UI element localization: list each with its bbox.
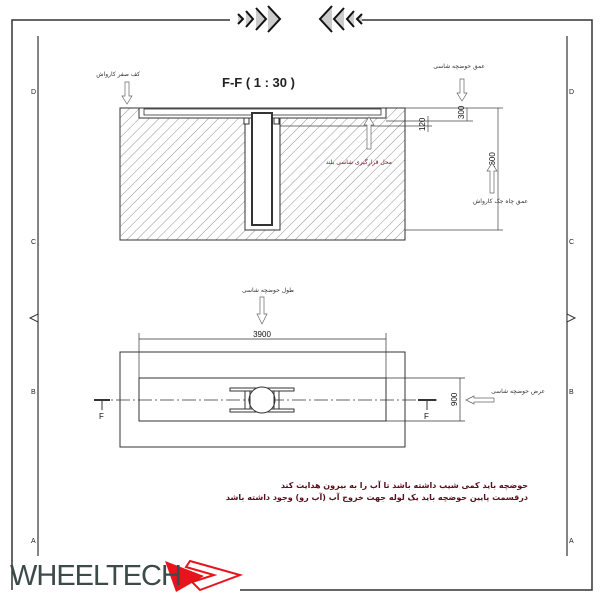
section-title: F-F ( 1 : 30 ) bbox=[222, 75, 295, 90]
section-mark-right: F bbox=[424, 412, 429, 421]
arrow-left-icon bbox=[465, 395, 495, 405]
dim-3900: 3900 bbox=[253, 330, 271, 339]
zone-letter-right-c: C bbox=[569, 239, 574, 246]
logo-arrow-icon bbox=[165, 559, 244, 592]
dim-900: 900 bbox=[450, 392, 459, 406]
dim-120: 120 bbox=[418, 117, 427, 131]
label-floor: کف صفر کارواش bbox=[96, 71, 140, 78]
label-jack-well-depth: عمق چاه جک کارواش bbox=[473, 198, 528, 205]
zone-letter-right-b: B bbox=[569, 389, 574, 396]
arrow-down-icon bbox=[456, 78, 468, 102]
zone-letter-right-a: A bbox=[569, 538, 574, 545]
plan-view bbox=[94, 333, 465, 448]
sheet-frame bbox=[11, 19, 593, 591]
zone-letter-left-c: C bbox=[31, 239, 36, 246]
label-chassis-place: محل قرارگیری شاسی بلند bbox=[326, 158, 392, 166]
ornament-icon bbox=[237, 5, 363, 33]
zone-letter-right-d: D bbox=[569, 89, 574, 96]
zone-letter-left-b: B bbox=[31, 389, 36, 396]
section-mark-left: F bbox=[99, 412, 104, 421]
zone-letter-left-d: D bbox=[31, 89, 36, 96]
logo-text: WHEELTECH bbox=[10, 560, 182, 592]
label-width: عرض حوضچه شاسی bbox=[491, 388, 545, 395]
dim-300: 300 bbox=[457, 105, 466, 119]
note-slope: حوضچه باید کمی شیب داشته باشد تا آب را ب… bbox=[281, 480, 528, 490]
zone-letter-left-a: A bbox=[31, 538, 36, 545]
arrow-down-icon bbox=[256, 296, 268, 325]
dimension-lines bbox=[280, 107, 503, 231]
arrow-up-icon bbox=[486, 162, 498, 194]
dim-2600: 2600 bbox=[488, 152, 497, 170]
label-pit-depth: عمق حوضچه شاسی bbox=[433, 63, 485, 70]
arrow-down-icon bbox=[121, 81, 133, 105]
section-view bbox=[119, 107, 406, 241]
arrow-up-icon bbox=[363, 116, 375, 150]
label-length: طول حوضچه شاسی bbox=[242, 287, 294, 294]
note-drain-pipe: درقسمت پایین حوضچه باید یک لوله جهت خروج… bbox=[226, 492, 528, 502]
